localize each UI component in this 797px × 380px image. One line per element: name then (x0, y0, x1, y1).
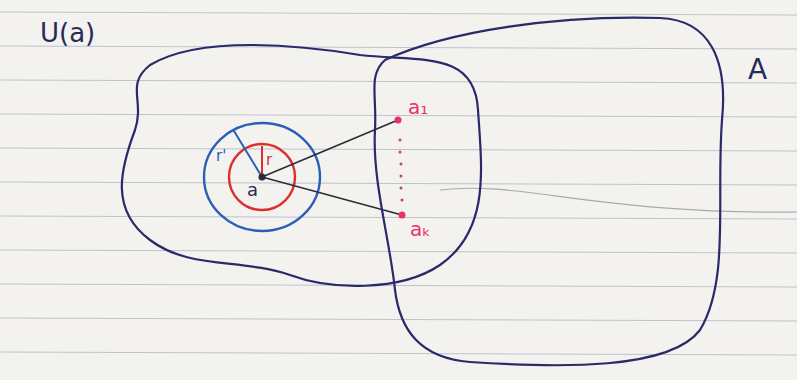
inner-ball (229, 144, 295, 210)
set-name: A (748, 54, 767, 86)
point-name: a (247, 180, 258, 201)
region-blob: U(a) (30, 15, 490, 305)
ruled-line (0, 182, 797, 185)
radius-name: r' (216, 148, 226, 165)
segment (262, 120, 398, 177)
ellipsis-dots (399, 139, 404, 202)
set-name: U(a) (40, 19, 95, 49)
set-blob: A (360, 10, 785, 375)
ruled-line (0, 318, 797, 321)
outer-radius (234, 131, 262, 177)
center-point (259, 174, 266, 181)
ruled-line (0, 284, 797, 287)
radius-name: r (266, 152, 272, 169)
point (395, 117, 402, 124)
ruled-line (0, 352, 797, 355)
dot (399, 151, 402, 154)
dot (401, 199, 404, 202)
label-anchor: r' (216, 146, 226, 165)
point-name: a₁ (408, 96, 428, 119)
label-anchor: r (266, 150, 272, 169)
dot (400, 175, 403, 178)
ruled-line (0, 216, 797, 219)
inner-radius (261, 146, 263, 177)
point (399, 212, 406, 219)
ruled-line (0, 46, 797, 49)
point-name: aₖ (410, 218, 431, 241)
ruled-line (0, 12, 797, 15)
label-anchor: a (247, 180, 258, 201)
outline-path (374, 18, 723, 366)
label-anchor: a₁ (408, 96, 428, 119)
ruled-line (0, 80, 797, 83)
outline (30, 15, 490, 305)
pencil-trace (440, 188, 797, 212)
dot (399, 139, 402, 142)
outer-ball (204, 123, 320, 231)
ruled-line (0, 148, 797, 151)
outline-path (122, 45, 481, 286)
ruled-line (0, 250, 797, 253)
dot (400, 163, 403, 166)
label-anchor: aₖ (410, 218, 431, 241)
dot (400, 187, 403, 190)
outline (360, 10, 785, 375)
